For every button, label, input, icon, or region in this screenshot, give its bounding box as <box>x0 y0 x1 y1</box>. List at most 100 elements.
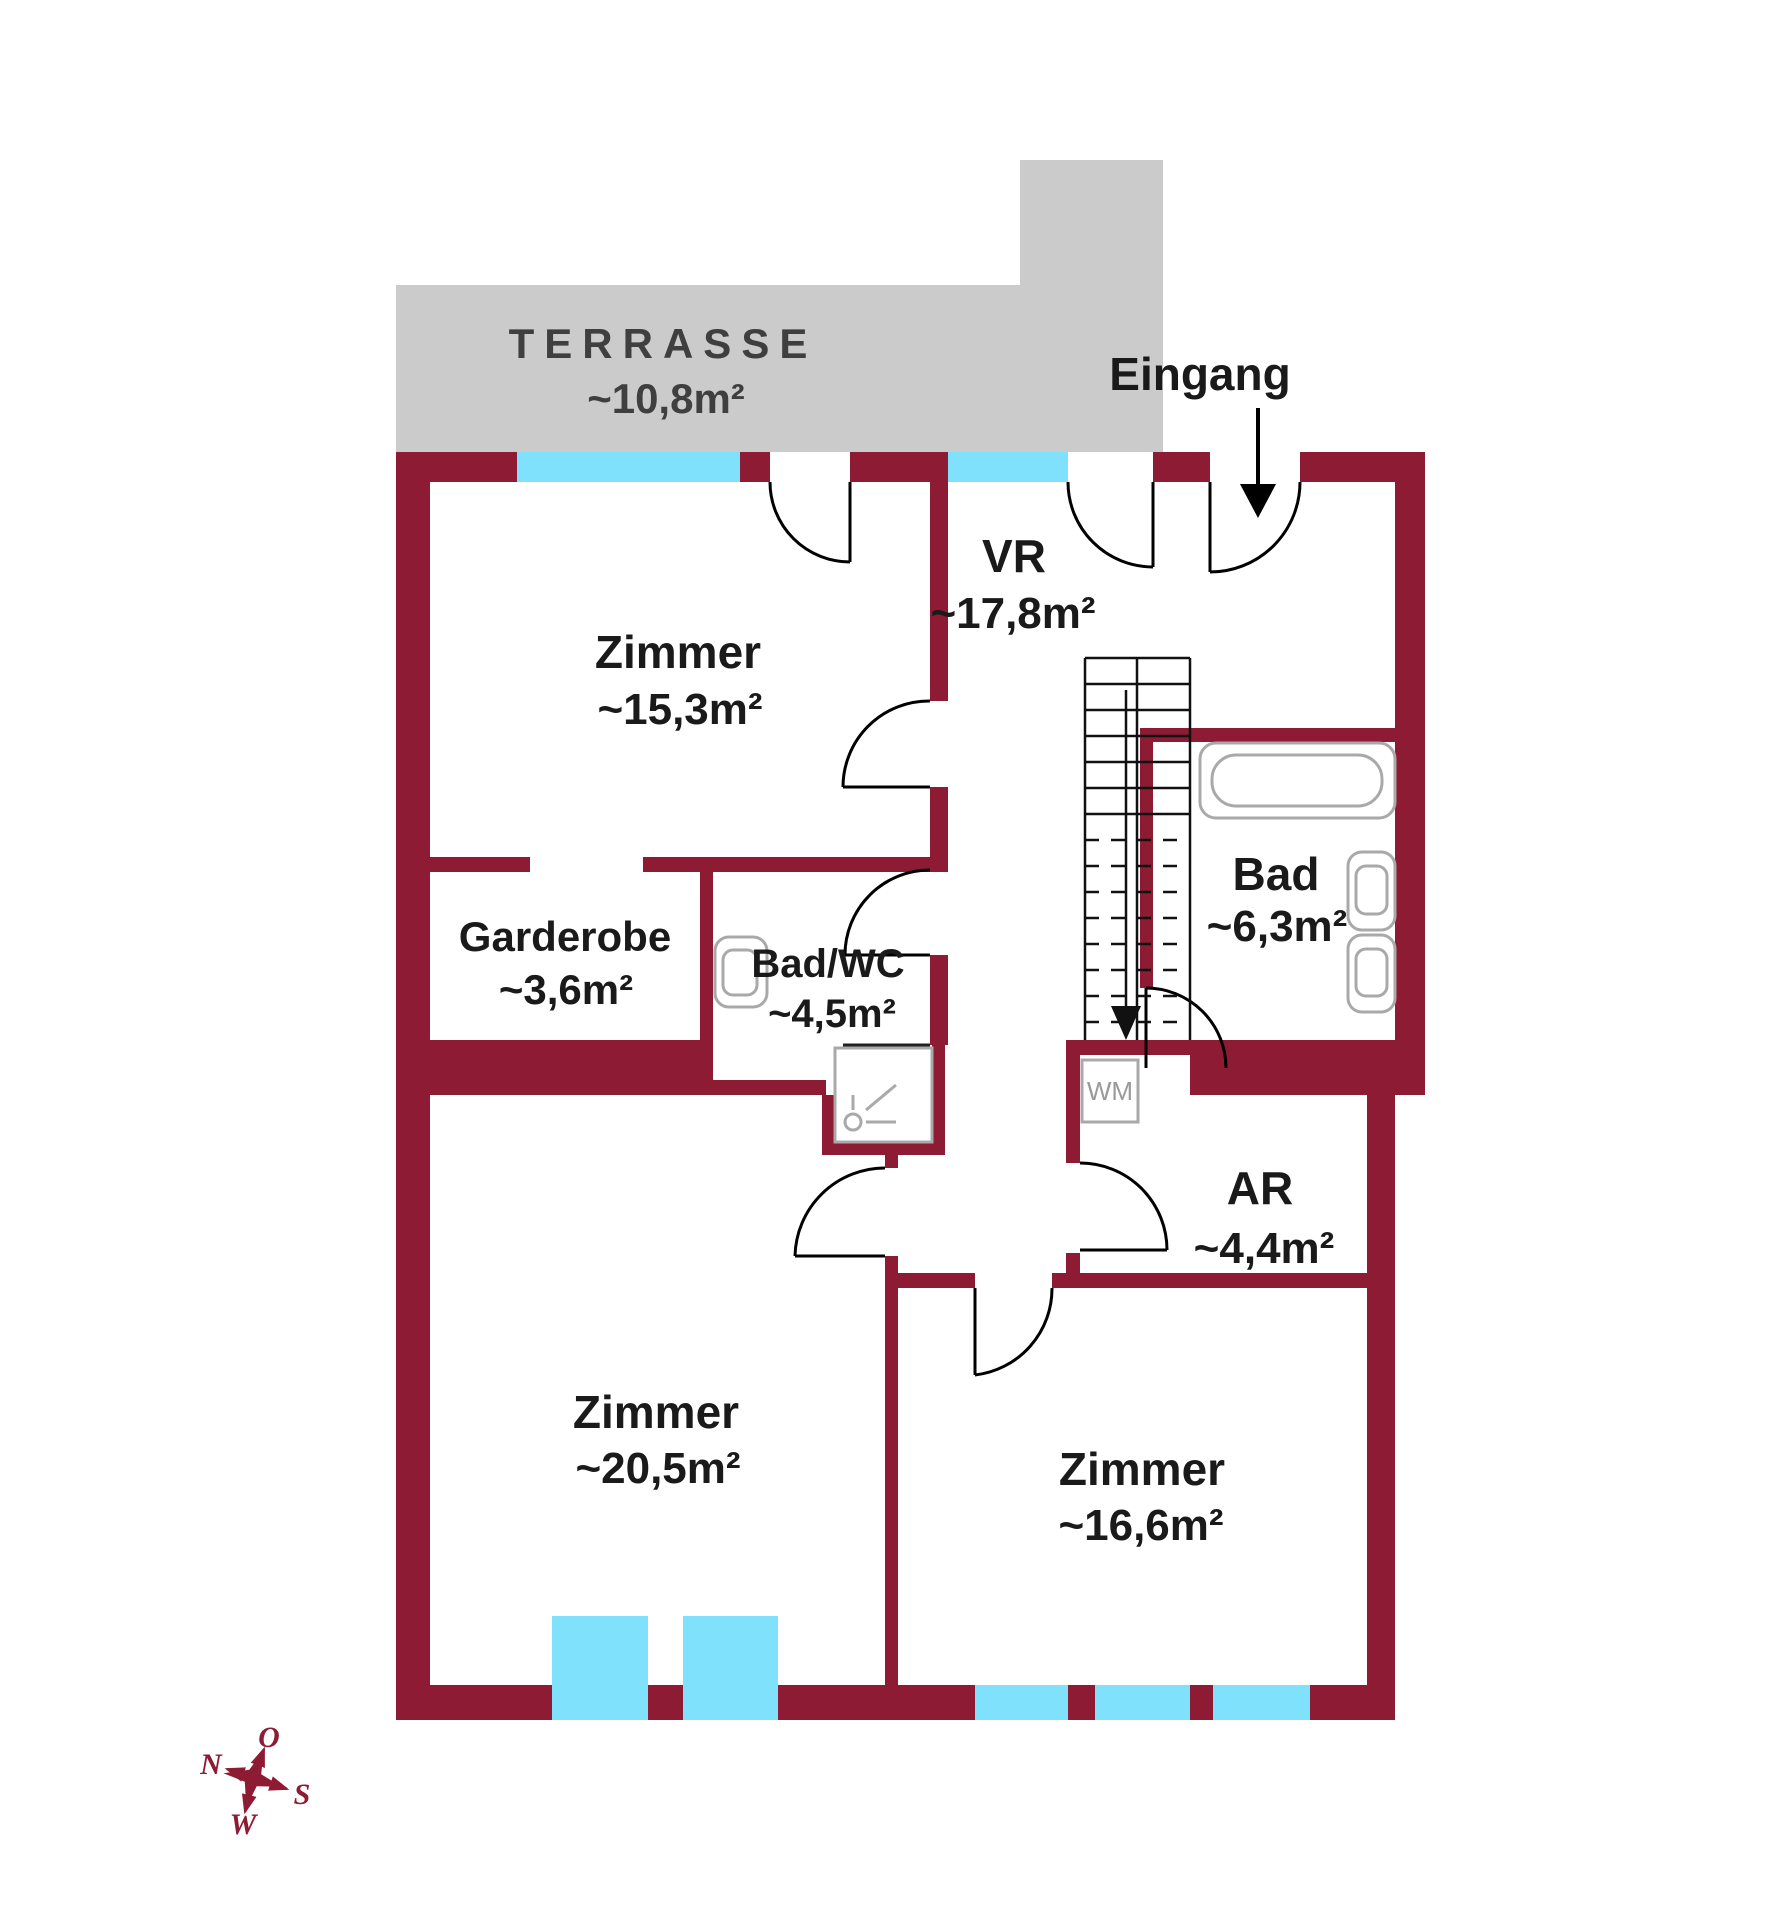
zimmer-se-area: ~16,6m² <box>1058 1501 1223 1550</box>
wall-stairs-bottom <box>1066 1040 1190 1055</box>
entrance-annotation: Eingang <box>1109 348 1291 518</box>
room-labels: Zimmer ~15,3m² VR ~17,8m² Bad ~6,3m² Gar… <box>459 530 1348 1550</box>
door-bad <box>1144 986 1228 1069</box>
wall-garderobe-top-1 <box>430 857 530 872</box>
door-ar <box>1079 1161 1169 1252</box>
window-bottom-tall-1 <box>552 1616 648 1720</box>
door-zimmer-se <box>973 1287 1054 1377</box>
wall-zimmerse-top-1 <box>898 1273 975 1288</box>
door-terrace-zimmer-nw <box>768 481 852 564</box>
wall-bad-top <box>1140 728 1395 742</box>
zimmer-nw-name: Zimmer <box>595 626 761 678</box>
room-label-bad: Bad ~6,3m² <box>1207 848 1348 951</box>
room-label-bad-wc: Bad/WC ~4,5m² <box>751 942 904 1036</box>
toilet-icon <box>1346 850 1397 932</box>
door-bad-wc <box>843 868 931 957</box>
compass-rose: N O S W <box>199 1721 310 1841</box>
shower-icon <box>833 1046 934 1144</box>
staircase <box>1083 656 1192 1040</box>
ar-name: AR <box>1227 1162 1293 1214</box>
compass-north-label: N <box>199 1748 223 1781</box>
wall-bottom-3 <box>778 1685 975 1720</box>
zimmer-sw-area: ~20,5m² <box>575 1444 740 1493</box>
garderobe-area: ~3,6m² <box>499 966 633 1013</box>
window-bottom-tall-2 <box>683 1616 778 1720</box>
terrace-slab <box>396 285 1163 452</box>
window-top-2 <box>948 452 1068 482</box>
compass-east-label: O <box>258 1721 280 1754</box>
compass-star-icon <box>223 1750 282 1808</box>
wall-garderobe-bottom <box>430 1040 713 1095</box>
ar-area: ~4,4m² <box>1194 1224 1335 1273</box>
window-bottom-2 <box>1095 1685 1190 1720</box>
wall-zimmersw-stub <box>885 1153 898 1168</box>
washing-machine-label: WM <box>1087 1076 1133 1106</box>
wall-top-3 <box>850 452 948 482</box>
wall-shower-bottom <box>822 1142 945 1155</box>
bathtub-icon <box>1198 741 1397 820</box>
zimmer-sw-name: Zimmer <box>573 1386 739 1438</box>
wall-zimmernw-vr-3 <box>930 955 948 1045</box>
room-label-zimmer-sw: Zimmer ~20,5m² <box>573 1386 741 1493</box>
compass-pointers <box>224 1746 290 1815</box>
wall-bottom-4 <box>1068 1685 1095 1720</box>
wall-ar-left-1 <box>1066 1040 1080 1163</box>
wall-bad-ar-block <box>1190 1040 1425 1095</box>
wall-right-lower <box>1367 1095 1395 1720</box>
wall-garderobe-right <box>700 872 713 1040</box>
bad-area: ~6,3m² <box>1207 902 1348 951</box>
wall-garderobe-top-2 <box>643 857 948 872</box>
terrace-area-label: ~10,8m² <box>587 375 745 422</box>
room-label-garderobe: Garderobe ~3,6m² <box>459 913 671 1013</box>
wall-zimmersw-zimmerse <box>885 1256 898 1685</box>
compass-west-label: W <box>230 1808 259 1841</box>
garderobe-name: Garderobe <box>459 913 671 960</box>
bidet-icon <box>1346 933 1397 1014</box>
washing-machine-icon <box>1080 1058 1140 1124</box>
terrace-label: TERRASSE <box>509 320 818 367</box>
wall-bottom-2 <box>648 1685 683 1720</box>
wall-shower-right <box>932 1045 945 1155</box>
window-bottom-1 <box>975 1685 1068 1720</box>
fixtures <box>713 741 1397 1144</box>
wall-top-4 <box>1153 452 1210 482</box>
wall-left <box>396 452 430 1720</box>
terrace-extension <box>1020 160 1163 290</box>
door-zimmer-nw <box>841 699 931 789</box>
wall-bottom-6 <box>1310 1685 1395 1720</box>
wall-bottom-5 <box>1190 1685 1213 1720</box>
walls <box>396 452 1425 1720</box>
window-bottom-3 <box>1213 1685 1310 1720</box>
bad-wc-name: Bad/WC <box>751 942 904 986</box>
bad-name: Bad <box>1233 848 1320 900</box>
door-entrance <box>1208 481 1302 574</box>
room-label-zimmer-nw: Zimmer ~15,3m² <box>595 626 763 734</box>
wall-zimmerse-top-2 <box>1052 1273 1367 1288</box>
entrance-label: Eingang <box>1109 348 1290 400</box>
room-label-ar: AR ~4,4m² <box>1194 1162 1335 1273</box>
entrance-arrow-icon <box>1240 484 1276 518</box>
door-zimmer-sw <box>793 1166 886 1258</box>
windows <box>517 452 1310 1720</box>
wall-ar-left-2 <box>1066 1253 1080 1288</box>
wall-zimmernw-vr-2 <box>930 787 948 870</box>
wall-right-upper <box>1395 452 1425 1095</box>
stairs-down-arrow-icon <box>1111 1006 1141 1040</box>
zimmer-se-name: Zimmer <box>1059 1443 1225 1495</box>
wall-top-2 <box>740 452 770 482</box>
doors <box>768 481 1302 1377</box>
terrace: TERRASSE ~10,8m² <box>396 160 1163 452</box>
wall-bottom-1 <box>396 1685 552 1720</box>
wall-zimmernw-vr-1 <box>930 482 948 701</box>
door-terrace-vr <box>1066 481 1155 569</box>
vr-name: VR <box>982 530 1046 582</box>
zimmer-nw-area: ~15,3m² <box>597 685 762 734</box>
staircase-dashed-treads <box>1085 838 1190 1024</box>
room-label-vr: VR ~17,8m² <box>930 530 1095 638</box>
room-label-zimmer-se: Zimmer ~16,6m² <box>1058 1443 1225 1550</box>
wc-icon <box>713 935 769 1009</box>
wall-badwc-bottom <box>713 1080 826 1095</box>
compass-south-label: S <box>294 1778 311 1811</box>
